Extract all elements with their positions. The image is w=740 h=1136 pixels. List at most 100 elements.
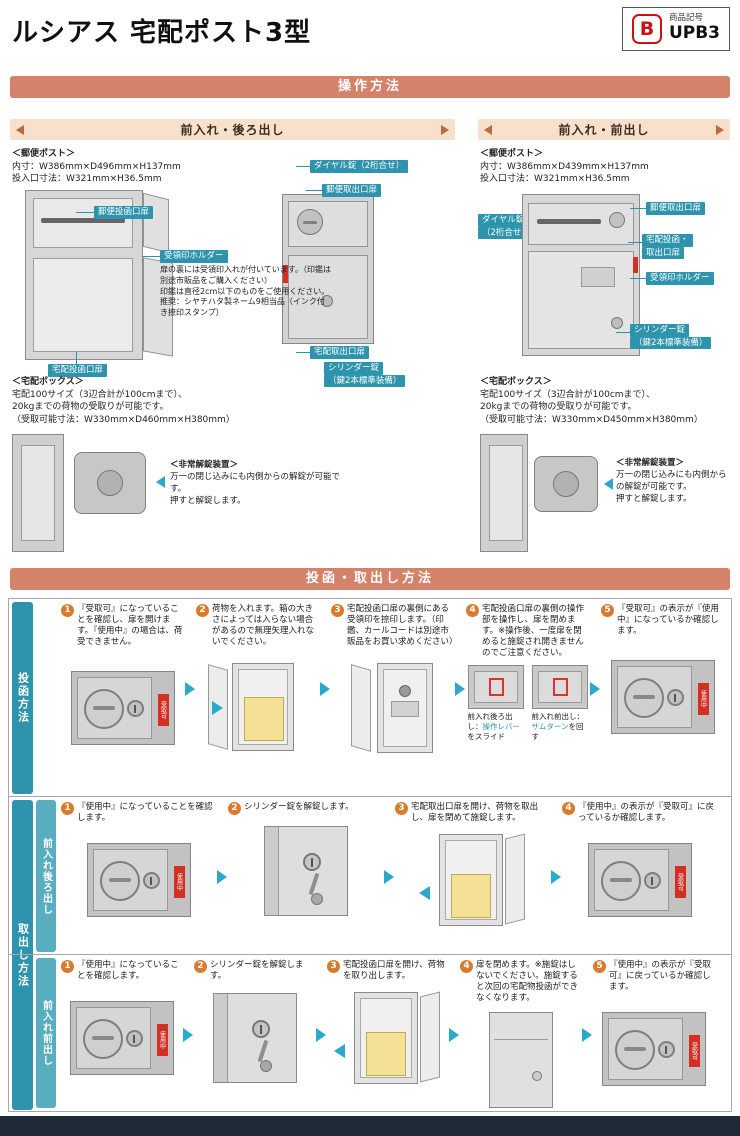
column-header-text: 前入れ・前出し bbox=[558, 123, 650, 137]
step-number: 1 bbox=[61, 960, 74, 973]
door-seam bbox=[493, 1039, 548, 1041]
dial-knob-icon bbox=[99, 861, 140, 902]
keyhole-icon bbox=[251, 1020, 270, 1039]
leader-line bbox=[306, 190, 322, 191]
dial-panel-illustration: 使用中 bbox=[86, 843, 191, 918]
spec-line: 20kgまでの荷物の受取りが可能です。 bbox=[480, 402, 637, 413]
label-delivery-out-door: 宅配取出口扉 bbox=[310, 346, 370, 359]
dial-knob-icon bbox=[600, 861, 641, 902]
step-2: 2 シリンダー錠を解錠します。 bbox=[194, 960, 315, 1090]
mail-takeout-door bbox=[288, 201, 368, 247]
label-line: ダイヤル錠 bbox=[478, 214, 529, 227]
step-number: 5 bbox=[593, 960, 606, 973]
step-number: 4 bbox=[562, 802, 575, 815]
step-number: 1 bbox=[61, 604, 74, 617]
step-number: 2 bbox=[228, 802, 241, 815]
leader-line bbox=[616, 332, 630, 333]
open-door-flap bbox=[504, 833, 525, 925]
next-step-arrow-icon bbox=[182, 1028, 194, 1042]
label-line: 取出口扉 bbox=[642, 246, 685, 260]
keyhole-icon bbox=[657, 1041, 675, 1059]
label-line: シリンダー錠 bbox=[630, 324, 690, 337]
operation-panel bbox=[531, 665, 588, 710]
product-code-badge: B 商品記号 UPB3 bbox=[621, 7, 730, 51]
cylinder-keyhole-icon bbox=[321, 295, 333, 307]
note-line: 押すと解錠します。 bbox=[616, 493, 692, 504]
next-step-arrow-icon bbox=[550, 870, 562, 884]
status-indicator bbox=[283, 265, 288, 283]
note-line: 推奨：シヤチハタ製ネーム9相当品（インク付き捺印スタンプ） bbox=[160, 297, 325, 318]
leader-line bbox=[630, 278, 646, 279]
step-5: 5 『使用中』の表示が『受取可』に戻っているか確認します。 受取可 bbox=[593, 960, 714, 1101]
unlock-button-icon bbox=[553, 471, 579, 497]
stamp-icon bbox=[398, 685, 411, 698]
mail-post-spec: ＜郵便ポスト＞ 内寸：W386mm×D496mm×H137mm 投入口寸法：W3… bbox=[12, 148, 181, 186]
step-number: 4 bbox=[460, 960, 473, 973]
stamp-illustration bbox=[345, 661, 441, 755]
step-text: シリンダー錠を解錠します。 bbox=[244, 802, 354, 812]
section-banner-usage: 投函・取出し方法 bbox=[10, 568, 730, 590]
right-triangle-icon bbox=[716, 124, 724, 135]
keyhole-icon bbox=[125, 1030, 143, 1048]
variant-caption: 前入れ後ろ出し：操作レバーをスライド bbox=[468, 712, 524, 741]
keyhole-icon bbox=[126, 700, 144, 718]
key-head-icon bbox=[310, 893, 323, 905]
leader-line bbox=[296, 352, 310, 353]
cylinder-lock-illustration bbox=[212, 993, 297, 1084]
status-indicator bbox=[633, 257, 638, 273]
next-step-arrow-icon bbox=[315, 1028, 327, 1042]
status-tag: 受取可 bbox=[688, 1035, 700, 1068]
unlock-button-icon bbox=[97, 470, 123, 496]
mail-post-spec: ＜郵便ポスト＞ 内寸：W386mm×D439mm×H137mm 投入口寸法：W3… bbox=[480, 148, 649, 186]
post-partial-illustration bbox=[12, 434, 64, 552]
note-title: ＜非常解錠装置＞ bbox=[170, 460, 239, 470]
sidebar-takeout-method: 取出し方法 bbox=[12, 800, 33, 1110]
open-interior bbox=[489, 445, 523, 541]
next-step-arrow-icon bbox=[216, 870, 228, 884]
dial-panel-illustration: 受取可 bbox=[70, 671, 175, 746]
page-title: ルシアス 宅配ポスト3型 bbox=[12, 18, 312, 48]
row-takeout-front: 1 『使用中』になっていることを確認します。 使用中 2 シリンダー錠を解錠し bbox=[9, 955, 731, 1111]
label-mail-out-door: 郵便取出口扉 bbox=[646, 202, 706, 215]
step-3: 3 宅配取出口扉を開け、荷物を取出し、扉を閉めて施錠します。 bbox=[395, 802, 550, 932]
step-number: 1 bbox=[61, 802, 74, 815]
note-line: 万一の閉じ込みにも内側からの解錠が可能です。 bbox=[616, 469, 727, 492]
column-header-text: 前入れ・後ろ出し bbox=[180, 123, 285, 137]
next-step-arrow-icon bbox=[589, 682, 601, 696]
cylinder-keyhole-icon bbox=[611, 317, 623, 329]
step-1: 1 『使用中』になっていることを確認します。 使用中 bbox=[61, 960, 182, 1090]
takeout-arrow-icon bbox=[418, 886, 430, 901]
note-line: 扉の裏には受領印入れが付いています。（印鑑は別途市販品をご購入ください） bbox=[160, 265, 331, 285]
step-2: 2 荷物を入れます。箱の大きさによっては入らない場合があるので無理矢理入れないで… bbox=[196, 604, 319, 764]
leader-line bbox=[630, 208, 646, 209]
left-arrow-icon bbox=[604, 478, 613, 490]
highlight-box bbox=[552, 678, 568, 697]
step-5: 5 『受取可』の表示が『使用中』になっているか確認します。 使用中 bbox=[601, 604, 724, 753]
step-text: 『使用中』の表示が『受取可』に戻っているか確認します。 bbox=[578, 802, 715, 824]
step-text: 宅配投函口扉の裏側にある受領印を捺印します。（印鑑、カールコードは別途市販品をお… bbox=[347, 604, 458, 648]
variant-caption: 前入れ前出し：サムターンを回す bbox=[532, 712, 588, 741]
stamp-holder-note: 扉の裏には受領印入れが付いています。（印鑑は別途市販品をご購入ください） 印鑑は… bbox=[160, 265, 332, 319]
next-step-arrow-icon bbox=[319, 682, 331, 696]
spec-line: （受取可能寸法：W330mm×D450mm×H380mm） bbox=[480, 414, 703, 425]
status-tag: 使用中 bbox=[173, 866, 185, 899]
open-interior bbox=[21, 445, 55, 541]
left-triangle-icon bbox=[16, 124, 24, 135]
takeout-arrow-icon bbox=[333, 1044, 345, 1059]
dial-knob-icon bbox=[83, 689, 124, 730]
key-head-icon bbox=[259, 1060, 272, 1073]
sidebar-front-out: 前入れ前出し bbox=[36, 958, 56, 1108]
caption-label: 前入れ前出し： bbox=[531, 712, 585, 722]
spec-title: ＜宅配ボックス＞ bbox=[480, 377, 552, 387]
next-step-arrow-icon bbox=[448, 1028, 460, 1042]
row-takeout-back: 1 『使用中』になっていることを確認します。 使用中 2 シリンダー錠を解錠し bbox=[9, 797, 731, 955]
takeout-package-illustration bbox=[332, 990, 444, 1086]
caption-rest: を回す bbox=[531, 721, 584, 741]
closed-box-illustration bbox=[488, 1012, 553, 1109]
step-text: 『使用中』の表示が『受取可』に戻っているか確認します。 bbox=[609, 960, 712, 993]
right-triangle-icon bbox=[441, 124, 449, 135]
section-banner-operation: 操作方法 bbox=[10, 76, 730, 98]
brand-logo-icon: B bbox=[631, 14, 662, 44]
dial-lock-icon bbox=[297, 209, 323, 235]
keyhole-icon bbox=[531, 1071, 542, 1082]
